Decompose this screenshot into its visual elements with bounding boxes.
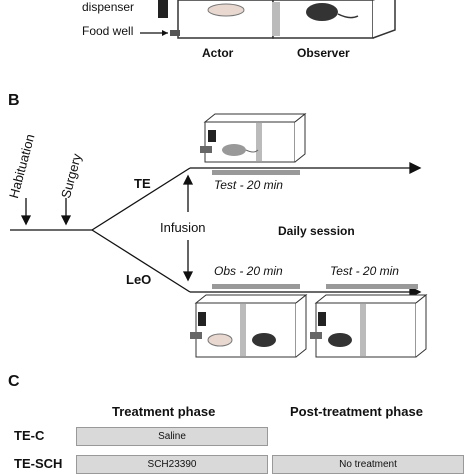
panel-b-timeline	[10, 161, 422, 299]
te-sch-post-cell: No treatment	[272, 455, 464, 474]
treatment-phase-header: Treatment phase	[112, 404, 216, 419]
te-test-bar	[212, 170, 300, 175]
panel-b-letter: B	[8, 92, 20, 109]
post-treatment-phase-header: Post-treatment phase	[290, 404, 423, 419]
leo-obs-bar	[212, 284, 300, 289]
dispenser-label: dispenser	[82, 0, 135, 14]
leo-apparatus-observation	[190, 293, 308, 358]
row-label-te-sch: TE-SCH	[14, 456, 63, 471]
te-sch-treatment-cell: SCH23390	[76, 455, 268, 474]
panel-c-letter: C	[8, 373, 20, 390]
row-label-te-c: TE-C	[14, 428, 45, 443]
leo-apparatus-test	[310, 293, 428, 358]
actor-label: Actor	[202, 46, 234, 60]
daily-session-label: Daily session	[278, 224, 355, 238]
observer-label: Observer	[297, 46, 350, 60]
te-label: TE	[134, 176, 151, 191]
panel-a-apparatus	[140, 0, 396, 39]
leo-obs-label: Obs - 20 min	[214, 264, 283, 278]
te-test-label: Test - 20 min	[214, 178, 283, 192]
leo-test-label: Test - 20 min	[330, 264, 399, 278]
food-well-label: Food well	[82, 24, 134, 38]
leo-test-bar	[326, 284, 418, 289]
infusion-label: Infusion	[160, 220, 206, 235]
te-c-treatment-cell: Saline	[76, 427, 268, 446]
leo-label: LeO	[126, 272, 152, 287]
te-apparatus	[200, 112, 307, 163]
